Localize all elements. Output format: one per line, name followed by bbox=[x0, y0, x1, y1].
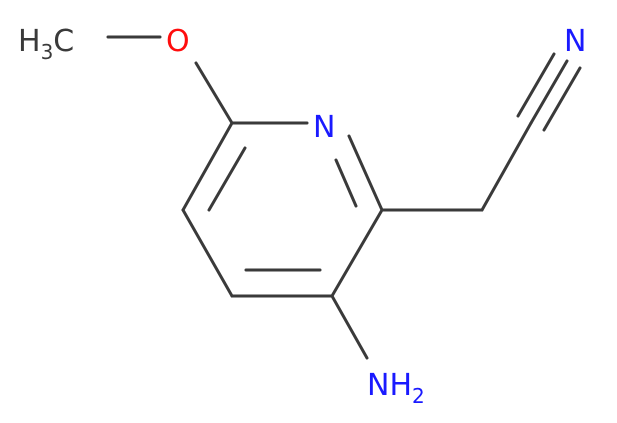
bond-c2-c3 bbox=[330, 208, 384, 298]
bond-c4-c5 bbox=[181, 208, 234, 298]
bonds bbox=[106, 35, 582, 360]
bond-cn-triple-3 bbox=[542, 66, 582, 132]
bond-c5-c6 bbox=[181, 121, 234, 212]
bond-n1-c2-inner bbox=[334, 158, 358, 208]
methyl-label: H3C bbox=[18, 24, 74, 64]
atom-labels: H3C O N N NH2 bbox=[18, 24, 586, 408]
bond-o-c6 bbox=[194, 61, 234, 125]
bond-ch2-cn bbox=[480, 121, 533, 212]
bond-cn-triple-2 bbox=[516, 52, 556, 118]
bond-n1-c2 bbox=[347, 134, 384, 212]
oxygen-label: O bbox=[166, 24, 190, 59]
bond-c5-c6-inner bbox=[207, 146, 247, 212]
bond-c3-nh2 bbox=[330, 294, 369, 360]
nitrile-nitrogen-label: N bbox=[564, 24, 586, 59]
bond-cn-triple-1 bbox=[529, 59, 569, 125]
amino-label: NH2 bbox=[367, 368, 425, 408]
ring-nitrogen-label: N bbox=[313, 110, 335, 145]
